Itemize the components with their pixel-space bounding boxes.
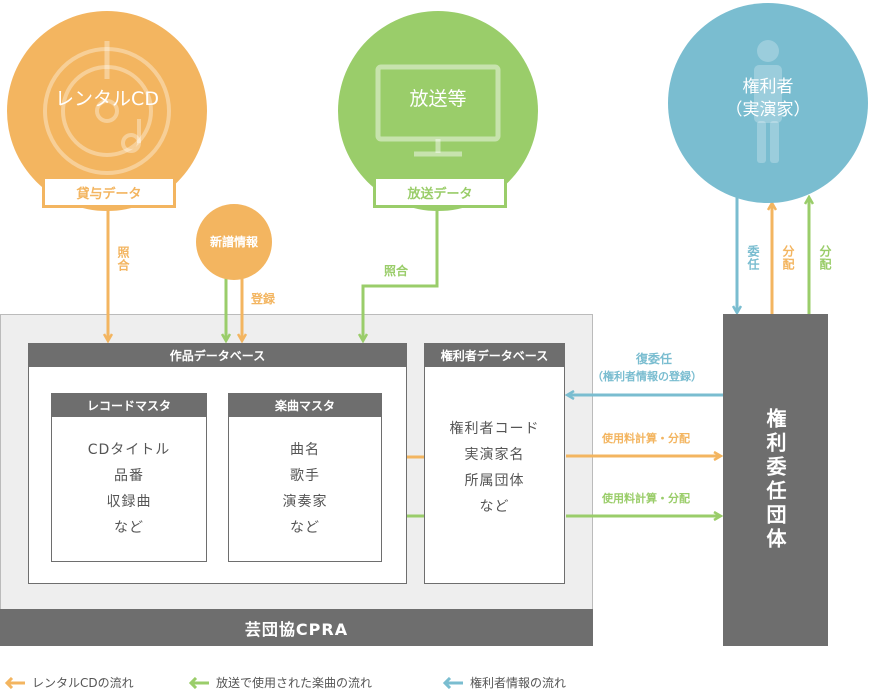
works-db-title: 作品データベース [28,343,407,367]
list-item: 収録曲 [106,494,152,510]
rental-cd-label: レンタルCD [55,88,159,111]
cd-icon [43,41,171,175]
re-delegate-sub-label: （権利者情報の登録） [592,370,702,383]
trust-org-label: 権利委任団体 [763,408,787,552]
arrow-broadcast-to-works [363,207,439,340]
arrow-left-icon [442,676,463,689]
record-master-title: レコードマスタ [51,393,207,417]
record-master-items: CDタイトル 品番 収録曲 など [51,437,207,541]
music-master-panel [228,416,382,562]
legend-broadcast: 放送で使用された楽曲の流れ [188,674,372,691]
arrow-left-icon [4,676,25,689]
match-orange-label: 照合 [116,246,130,272]
distribute-orange-label: 分配 [781,245,795,271]
distribute-green-label: 分配 [818,245,832,271]
broadcast-label: 放送等 [409,88,467,111]
list-item: 所属団体 [464,473,525,489]
re-delegate-label: 復委任 [636,352,673,366]
list-item: など [479,499,510,515]
music-master-items: 曲名 歌手 演奏家 など [228,437,382,541]
rights-db-items: 権利者コード 実演家名 所属団体 など [424,416,565,520]
match-green-label: 照合 [384,264,409,278]
fee-calc-green-label: 使用料計算・分配 [602,492,690,505]
legend-label: 放送で使用された楽曲の流れ [216,676,373,690]
legend-rental: レンタルCDの流れ [4,674,134,691]
cpra-footer: 芸団協CPRA [0,609,593,646]
cpra-label: 芸団協CPRA [244,619,349,639]
list-item: 曲名 [290,442,320,458]
legend-label: レンタルCDの流れ [32,676,134,690]
list-item: 品番 [114,468,144,484]
list-item: CDタイトル [87,442,171,458]
delegate-label: 委任 [746,245,760,271]
list-item: 権利者コード [449,421,540,437]
fee-calc-orange-label: 使用料計算・分配 [602,432,690,445]
new-release-info-label: 新譜情報 [209,234,258,249]
list-item: 歌手 [290,468,320,484]
register-label: 登録 [251,292,276,306]
record-master-panel [51,416,207,562]
list-item: 実演家名 [464,447,525,463]
rental-data-tag: 貸与データ [42,176,176,208]
list-item: 演奏家 [282,494,328,510]
new-release-info-circle: 新譜情報 [196,204,272,280]
tv-icon [375,64,501,157]
broadcast-data-tag: 放送データ [373,176,507,208]
arrow-left-icon [188,676,209,689]
legend-label: 権利者情報の流れ [470,676,567,690]
rights-holder-circle: 権利者 （実演家） [668,3,868,203]
person-icon [754,40,782,163]
music-master-title: 楽曲マスタ [228,393,382,417]
list-item: など [290,520,320,536]
legend-rights: 権利者情報の流れ [442,674,566,691]
rights-db-title: 権利者データベース [424,343,565,367]
trust-org-box: 権利委任団体 [723,314,828,646]
rights-holder-label: 権利者 （実演家） [725,77,811,120]
list-item: など [114,520,144,536]
